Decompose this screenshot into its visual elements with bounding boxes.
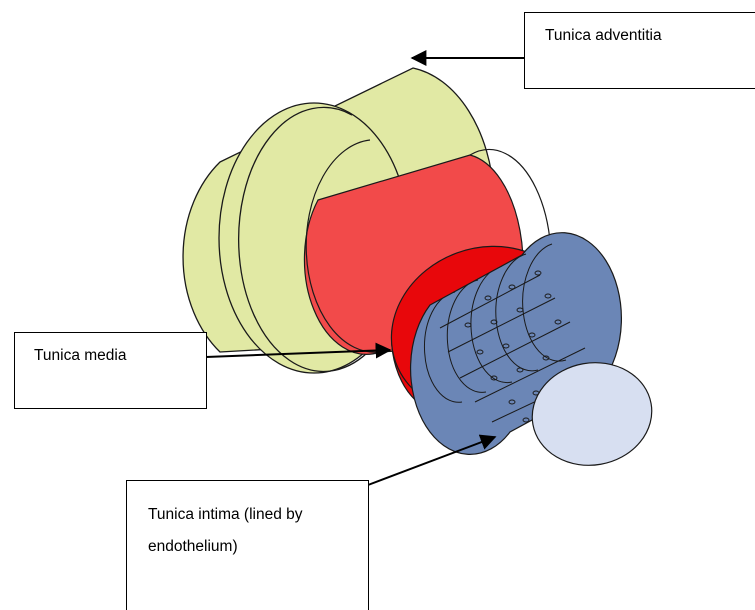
label-tunica-adventitia: Tunica adventitia	[524, 12, 755, 89]
intima-arrow	[368, 437, 495, 485]
label-tunica-media-text: Tunica media	[34, 347, 126, 364]
label-tunica-media: Tunica media	[14, 332, 207, 409]
label-tunica-adventitia-text: Tunica adventitia	[545, 27, 662, 44]
label-tunica-intima-text: Tunica intima (lined by endothelium)	[148, 499, 353, 563]
label-tunica-intima: Tunica intima (lined by endothelium)	[126, 480, 369, 610]
